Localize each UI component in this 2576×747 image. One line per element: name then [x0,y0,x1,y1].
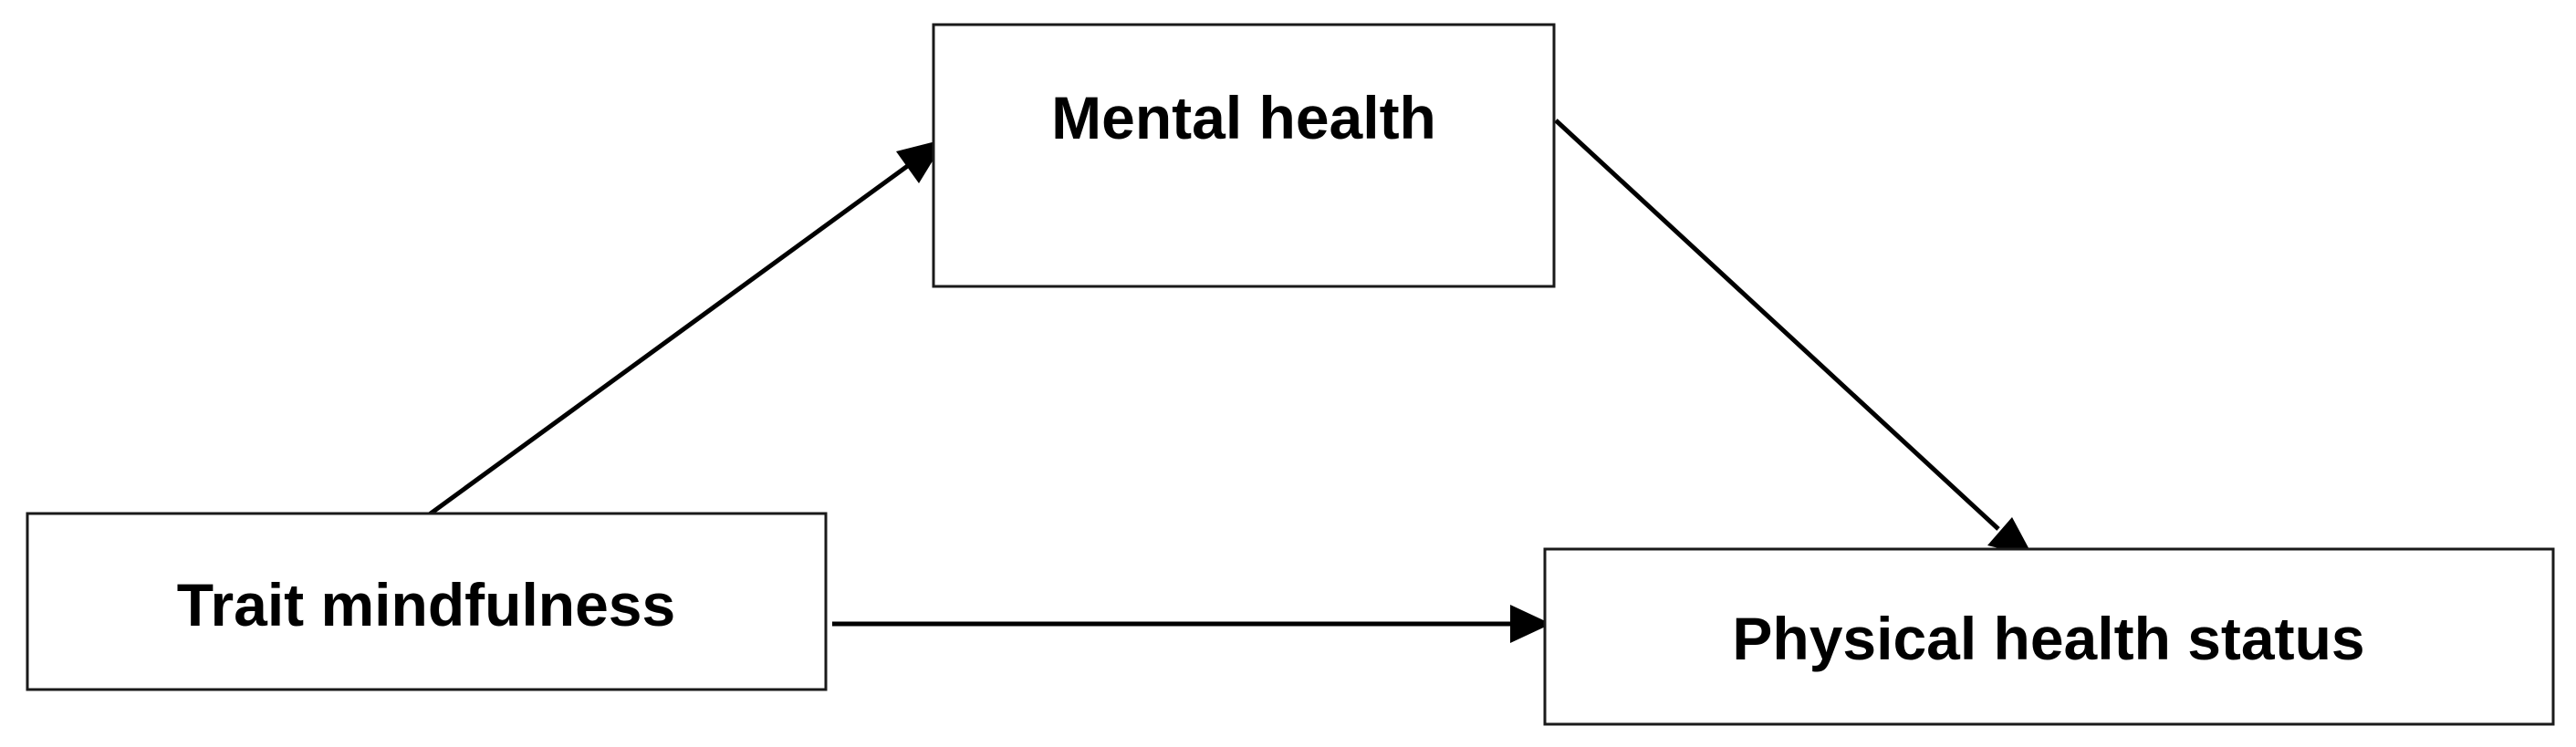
arrow-head [1987,517,2033,556]
node-physical-health-status: Physical health status [1543,547,2555,726]
edge-line [422,160,914,521]
node-trait-mindfulness: Trait mindfulness [26,512,828,691]
node-mental-health: Mental health [932,23,1556,288]
edge-mindfulness-to-mental [422,139,946,521]
node-box [26,512,828,691]
node-box [1543,547,2555,726]
edge-line [1554,119,2000,531]
arrow-head [1510,605,1551,643]
node-label-physical-health-status: Physical health status [1732,605,2364,672]
node-box [932,23,1556,288]
edge-mindfulness-to-physical [832,605,1551,643]
edge-mental-to-physical [1554,119,2033,556]
node-label-mental-health: Mental health [1051,84,1436,151]
node-label-trait-mindfulness: Trait mindfulness [177,571,675,638]
